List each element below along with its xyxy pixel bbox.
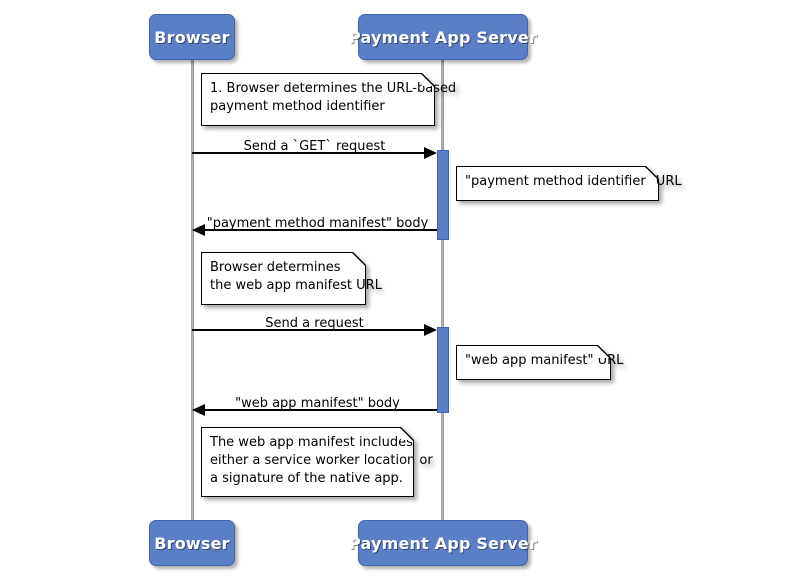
note-url-based-payment-method-identifier: 1. Browser determines the URL-based paym… — [201, 73, 457, 126]
message-label-web-app-manifest-body: "web app manifest" body — [235, 396, 400, 411]
message-arrowhead-left — [192, 224, 205, 236]
note-line: Browser determines — [210, 260, 341, 275]
note-line: the web app manifest URL — [210, 278, 382, 293]
participant-browser-top[interactable]: Browser — [149, 14, 235, 60]
note-inner — [202, 74, 434, 125]
activation-bar-2 — [437, 327, 449, 413]
note-fold-icon — [422, 74, 434, 86]
note-inner — [202, 253, 365, 304]
note-web-app-manifest-url: "web app manifest" URL — [456, 345, 624, 380]
note-line: "web app manifest" URL — [465, 353, 624, 368]
note-line: 1. Browser determines the URL-based — [210, 81, 457, 96]
note-text: Browser determines the web app manifest … — [210, 259, 382, 295]
note-browser-determines-web-app-manifest-url: Browser determines the web app manifest … — [201, 252, 382, 305]
participant-payment-app-server-top-label: Payment App Server — [348, 27, 538, 47]
message-arrowhead-left — [192, 404, 205, 416]
note-line: either a service worker location or — [210, 453, 433, 468]
message-label-payment-method-manifest-body: "payment method manifest" body — [206, 216, 429, 231]
message-arrowhead-right — [424, 147, 437, 159]
message-label-send-get-request: Send a `GET` request — [243, 139, 386, 154]
message-line-send-a-request — [192, 329, 424, 331]
note-text: The web app manifest includes either a s… — [210, 434, 433, 488]
message-line-web-app-manifest-body — [205, 409, 437, 411]
activation-bar-1 — [437, 150, 449, 240]
note-text: "web app manifest" URL — [465, 352, 624, 370]
note-inner — [457, 346, 610, 379]
note-payment-method-identifier-url: "payment method identifier" URL — [456, 166, 682, 201]
participant-browser-top-label: Browser — [154, 27, 230, 47]
note-web-app-manifest-includes: The web app manifest includes either a s… — [201, 427, 433, 497]
participant-payment-app-server-bottom[interactable]: Payment App Server — [349, 520, 537, 566]
note-fold-icon — [646, 167, 658, 179]
message-line-payment-method-manifest-body — [205, 229, 437, 231]
note-line: "payment method identifier" URL — [465, 174, 682, 189]
note-line: a signature of the native app. — [210, 471, 403, 486]
note-fold-icon — [401, 428, 413, 440]
note-fold-icon — [598, 346, 610, 358]
message-arrowhead-right — [424, 324, 437, 336]
note-inner — [202, 428, 413, 496]
message-line-send-get-request — [192, 152, 424, 154]
participant-payment-app-server-bottom-label: Payment App Server — [348, 533, 538, 553]
note-fold-icon — [353, 253, 365, 265]
participant-browser-bottom[interactable]: Browser — [149, 520, 235, 566]
note-text: 1. Browser determines the URL-based paym… — [210, 80, 457, 116]
participant-browser-bottom-label: Browser — [154, 533, 230, 553]
note-text: "payment method identifier" URL — [465, 173, 682, 191]
note-inner — [457, 167, 658, 200]
lifeline-payment-app-server — [441, 60, 444, 520]
message-label-send-a-request: Send a request — [265, 316, 364, 331]
note-line: payment method identifier — [210, 99, 385, 114]
lifeline-browser — [191, 60, 194, 520]
participant-payment-app-server-top[interactable]: Payment App Server — [349, 14, 537, 60]
note-line: The web app manifest includes — [210, 435, 413, 450]
